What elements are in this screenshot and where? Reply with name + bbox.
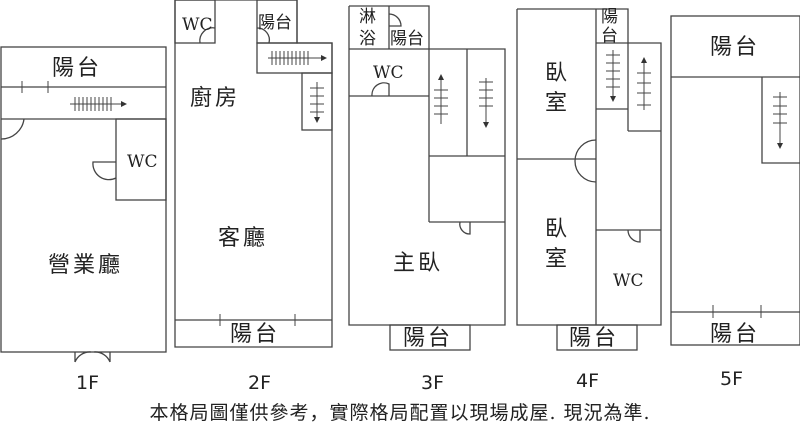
- room-label-shower-1: 淋: [359, 7, 376, 27]
- floor-2f: WC 陽台 廚房 客廳 陽台 2F: [174, 0, 333, 394]
- door-icon: [574, 139, 597, 183]
- room-label-kitchen: 廚房: [190, 86, 240, 111]
- room-label-balcony-top-a: 陽: [601, 7, 618, 27]
- door-icon: [388, 13, 402, 27]
- room-label-bedroom-2-b: 室: [545, 247, 570, 272]
- room-label-balcony-top-b: 台: [601, 26, 618, 46]
- room-label-living: 客廳: [218, 226, 268, 251]
- room-label-master: 主臥: [393, 251, 443, 276]
- room-label-wc: WC: [127, 152, 157, 172]
- floor-label-1f: 1F: [76, 372, 99, 394]
- floor-label-5f: 5F: [720, 368, 743, 390]
- room-label-bedroom-1-a: 臥: [545, 61, 570, 86]
- room-label-bedroom-1-b: 室: [545, 91, 570, 116]
- door-icon: [92, 161, 117, 181]
- floor-label-3f: 3F: [421, 372, 444, 394]
- room-label-balcony: 陽台: [710, 322, 760, 347]
- room-label-balcony-top: 陽台: [710, 35, 760, 60]
- floor-4f: 臥 室 陽 台 臥 室 WC 陽台 4F: [516, 7, 662, 392]
- stair-icon: [268, 51, 327, 123]
- door-icon: [371, 82, 390, 97]
- room-label-bedroom-2-a: 臥: [545, 217, 570, 242]
- door-icon: [0, 118, 25, 140]
- room-label-balcony-top: 陽台: [258, 13, 292, 33]
- floor-3f: 淋 浴 陽台 WC 主臥 陽台 3F: [348, 5, 506, 394]
- disclaimer-text: 本格局圖僅供參考，實際格局配置以現場成屋. 現況為準.: [149, 402, 651, 424]
- floor-label-2f: 2F: [248, 372, 271, 394]
- room-label-balcony: 陽台: [403, 326, 453, 351]
- floor-5f: 陽台 陽台 5F: [670, 15, 800, 390]
- room-label-balcony-top: 陽台: [390, 29, 424, 49]
- room-label-shower: 浴: [359, 29, 376, 49]
- floor-1f: 陽台 WC 營業廳 1F: [0, 46, 167, 394]
- stair-icon: [434, 74, 493, 128]
- room-label-wc: WC: [373, 63, 403, 83]
- stair-icon: [606, 50, 651, 110]
- stair-icon: [70, 97, 127, 111]
- door-icon: [627, 229, 641, 243]
- stair-icon: [773, 92, 787, 149]
- room-label-hall: 營業廳: [48, 253, 123, 278]
- room-label-balcony: 陽台: [230, 322, 280, 347]
- room-label-balcony: 陽台: [52, 56, 102, 81]
- entrance-door-icon: [74, 351, 111, 363]
- door-icon: [459, 221, 471, 235]
- floor-label-4f: 4F: [576, 370, 599, 392]
- door-icon: [256, 27, 271, 44]
- room-label-wc: WC: [182, 15, 212, 35]
- door-icon: [199, 27, 216, 44]
- room-label-wc: WC: [613, 271, 643, 291]
- room-label-balcony: 陽台: [569, 326, 619, 351]
